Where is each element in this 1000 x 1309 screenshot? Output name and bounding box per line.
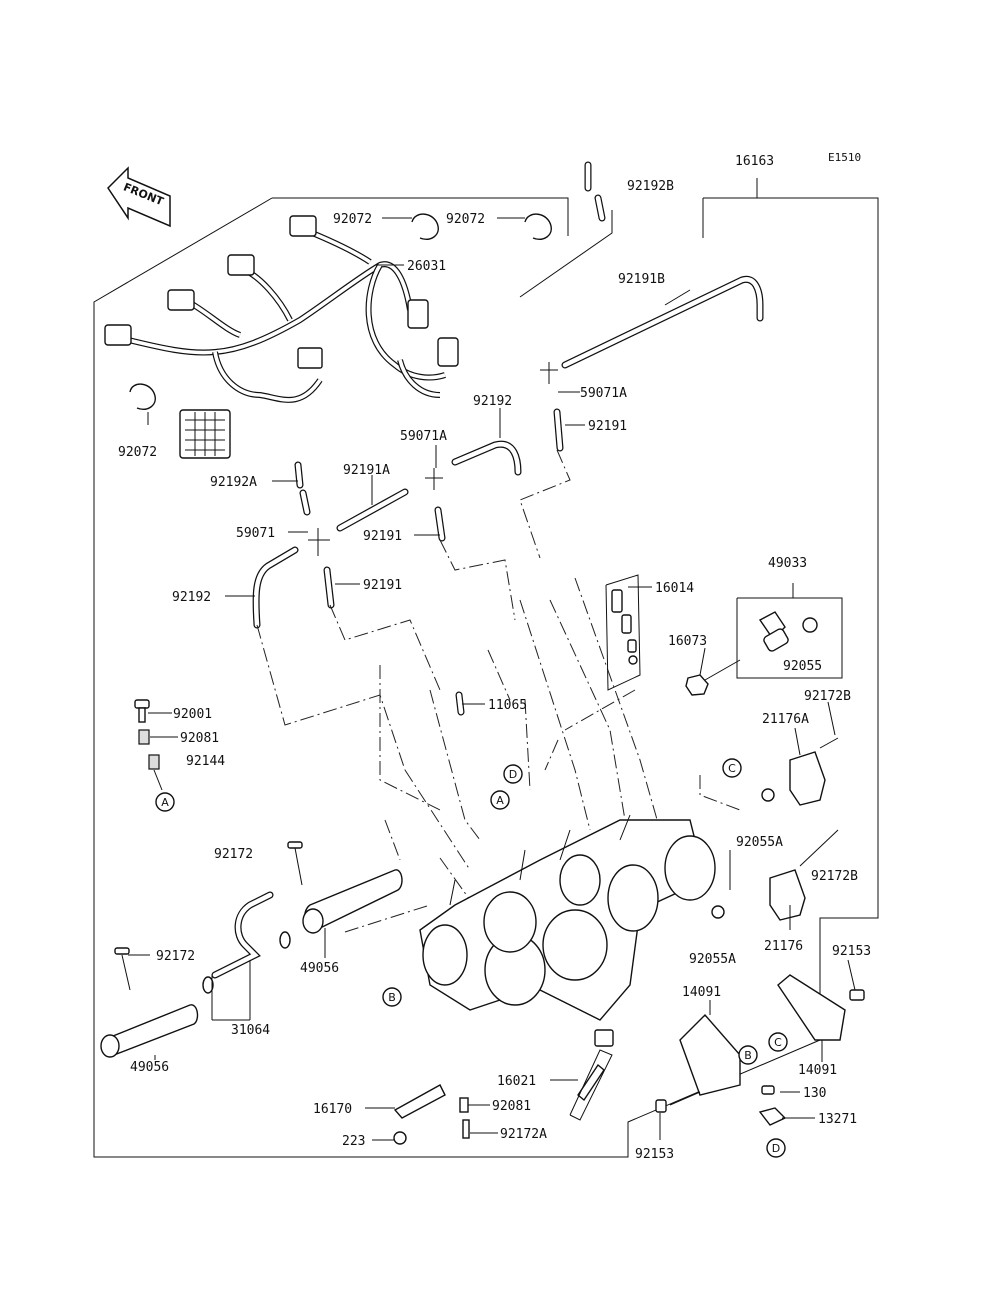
part-label: 92055 — [783, 659, 822, 674]
part-label: 16021 — [497, 1074, 536, 1089]
ref-marker-b — [382, 987, 402, 1007]
part-label: 14091 — [798, 1063, 837, 1078]
ref-marker-a — [490, 790, 510, 810]
part-label: 16163 — [735, 154, 774, 169]
part-label: 16170 — [313, 1102, 352, 1117]
part-label: 92072 — [118, 445, 157, 460]
screw-stack — [134, 699, 163, 791]
svg-text:C: C — [774, 1036, 782, 1049]
small-parts — [393, 1049, 787, 1145]
part-labels: 16163 92192B 92072 92072 26031 92191B 59… — [118, 154, 871, 1162]
part-label: 92072 — [446, 212, 485, 227]
part-label: 92172B — [804, 689, 851, 704]
part-label: 92172A — [500, 1127, 547, 1142]
ref-marker-c — [722, 758, 742, 778]
svg-text:B: B — [744, 1049, 752, 1062]
clamp-icon — [129, 213, 552, 410]
part-label: 16014 — [655, 581, 694, 596]
part-label: 26031 — [407, 259, 446, 274]
throttle-sensor — [711, 737, 839, 921]
part-label: 59071A — [580, 386, 627, 401]
svg-text:D: D — [772, 1142, 780, 1155]
ref-marker-a — [155, 792, 175, 812]
fuel-injector-parts — [605, 574, 641, 691]
part-label: 92153 — [832, 944, 871, 959]
part-label: 92172 — [214, 847, 253, 862]
ref-marker-d — [766, 1138, 786, 1158]
diagram-code: E1510 — [828, 151, 861, 164]
part-label: 59071A — [400, 429, 447, 444]
part-label: 92191 — [588, 419, 627, 434]
connector-icon — [104, 324, 132, 346]
label-leaders — [128, 217, 856, 1141]
part-label: 92191 — [363, 529, 402, 544]
svg-text:A: A — [161, 796, 169, 809]
part-label: 92192 — [172, 590, 211, 605]
part-label: 14091 — [682, 985, 721, 1000]
part-label: 92144 — [186, 754, 225, 769]
fuel-rail-lower — [100, 947, 199, 1058]
fuel-pipe — [202, 891, 291, 994]
svg-text:B: B — [388, 991, 396, 1004]
part-label: 92192A — [210, 475, 257, 490]
ref-marker-c — [768, 1032, 788, 1052]
part-label: 21176 — [764, 939, 803, 954]
part-label: 92191 — [363, 578, 402, 593]
hose-set — [252, 161, 764, 716]
bracket-plate — [679, 974, 865, 1096]
fuel-rail-upper — [287, 841, 403, 934]
reference-markers: A A D C B B C D — [155, 758, 788, 1158]
assembly-frame — [272, 197, 569, 236]
ref-marker-d — [503, 764, 523, 784]
part-label: 49033 — [768, 556, 807, 571]
leader-lines — [256, 449, 741, 933]
nut-icon — [685, 674, 709, 696]
throttle-body — [419, 814, 716, 1047]
part-label: 92172 — [156, 949, 195, 964]
part-label: 59071 — [236, 526, 275, 541]
part-label: 92055A — [689, 952, 736, 967]
svg-text:D: D — [509, 768, 517, 781]
sensor-kit-box — [736, 583, 843, 679]
part-label: 21176A — [762, 712, 809, 727]
part-label: 49056 — [130, 1060, 169, 1075]
ref-marker-b — [738, 1045, 758, 1065]
part-label: 16073 — [668, 634, 707, 649]
part-label: 11065 — [488, 698, 527, 713]
part-label: 92001 — [173, 707, 212, 722]
part-label: 31064 — [231, 1023, 270, 1038]
part-label: 92055A — [736, 835, 783, 850]
part-label: 92081 — [180, 731, 219, 746]
part-label: 92192 — [473, 394, 512, 409]
part-label: 92153 — [635, 1147, 674, 1162]
part-label: 92191A — [343, 463, 390, 478]
part-label: 92192B — [627, 179, 674, 194]
part-label: 223 — [342, 1134, 365, 1149]
part-label: 92072 — [333, 212, 372, 227]
t-joint-icon — [308, 362, 558, 556]
front-arrow-icon: FRONT — [107, 166, 171, 228]
part-label: 92191B — [618, 272, 665, 287]
wiring-harness — [104, 215, 459, 459]
part-label: 49056 — [300, 961, 339, 976]
part-label: 92172B — [811, 869, 858, 884]
part-label: 130 — [803, 1086, 826, 1101]
part-label: 92081 — [492, 1099, 531, 1114]
svg-text:C: C — [728, 762, 736, 775]
part-label: 13271 — [818, 1112, 857, 1127]
svg-text:A: A — [496, 794, 504, 807]
